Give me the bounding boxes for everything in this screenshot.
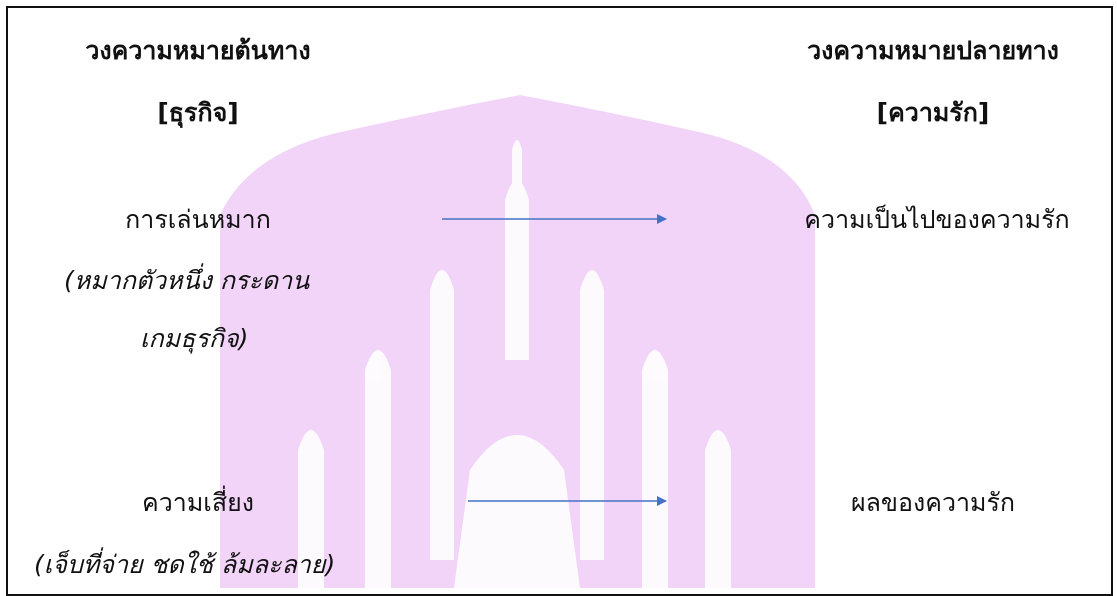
target-term-love-course: ความเป็นไปของความรัก xyxy=(804,205,1070,234)
source-domain-heading: วงความหมายต้นทาง xyxy=(85,36,311,65)
source-note-play-line2: เกมธุรกิจ) xyxy=(140,324,249,353)
source-note-play-line1: (หมากตัวหนึ่ง กระดาน xyxy=(64,266,310,295)
target-domain-heading: วงความหมายปลายทาง xyxy=(807,36,1059,65)
source-domain-label: [ธุรกิจ] xyxy=(157,98,239,127)
target-domain-label: [ความรัก] xyxy=(876,98,990,127)
source-term-play: การเล่นหมาก xyxy=(125,205,271,234)
source-note-risk: (เจ็บที่จ่าย ชดใช้ ล้มละลาย) xyxy=(34,550,336,579)
target-term-love-result: ผลของความรัก xyxy=(850,488,1016,517)
source-term-risk: ความเสี่ยง xyxy=(142,488,254,517)
